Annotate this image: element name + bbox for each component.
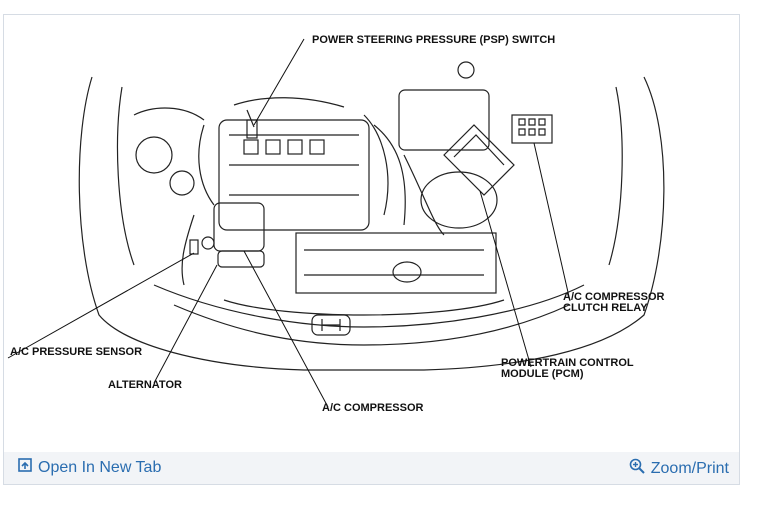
label-ac-compressor: A/C COMPRESSOR <box>322 402 424 414</box>
zoom-print-link[interactable]: Zoom/Print <box>629 458 729 479</box>
label-pcm-line1: POWERTRAIN CONTROL <box>501 357 634 369</box>
label-ac-pressure-sensor: A/C PRESSURE SENSOR <box>10 346 142 358</box>
zoom-print-label: Zoom/Print <box>650 459 729 477</box>
open-in-new-tab-label: Open In New Tab <box>38 458 162 476</box>
engine-bay-drawing: POWER STEERING PRESSURE (PSP) SWITCH A/C… <box>7 34 665 414</box>
diagram-footer: Open In New Tab Zoom/Print <box>4 452 739 484</box>
magnifier-zoom-icon <box>629 458 645 479</box>
open-new-tab-icon <box>18 458 32 477</box>
open-in-new-tab-link[interactable]: Open In New Tab <box>18 458 161 477</box>
label-ac-relay-line1: A/C COMPRESSOR <box>563 291 665 303</box>
label-psp-switch: POWER STEERING PRESSURE (PSP) SWITCH <box>312 34 555 46</box>
label-pcm-line2: MODULE (PCM) <box>501 368 584 380</box>
label-ac-relay-line2: CLUTCH RELAY <box>563 302 648 314</box>
engine-bay-diagram: POWER STEERING PRESSURE (PSP) SWITCH A/C… <box>4 15 739 452</box>
label-alternator: ALTERNATOR <box>108 379 182 391</box>
